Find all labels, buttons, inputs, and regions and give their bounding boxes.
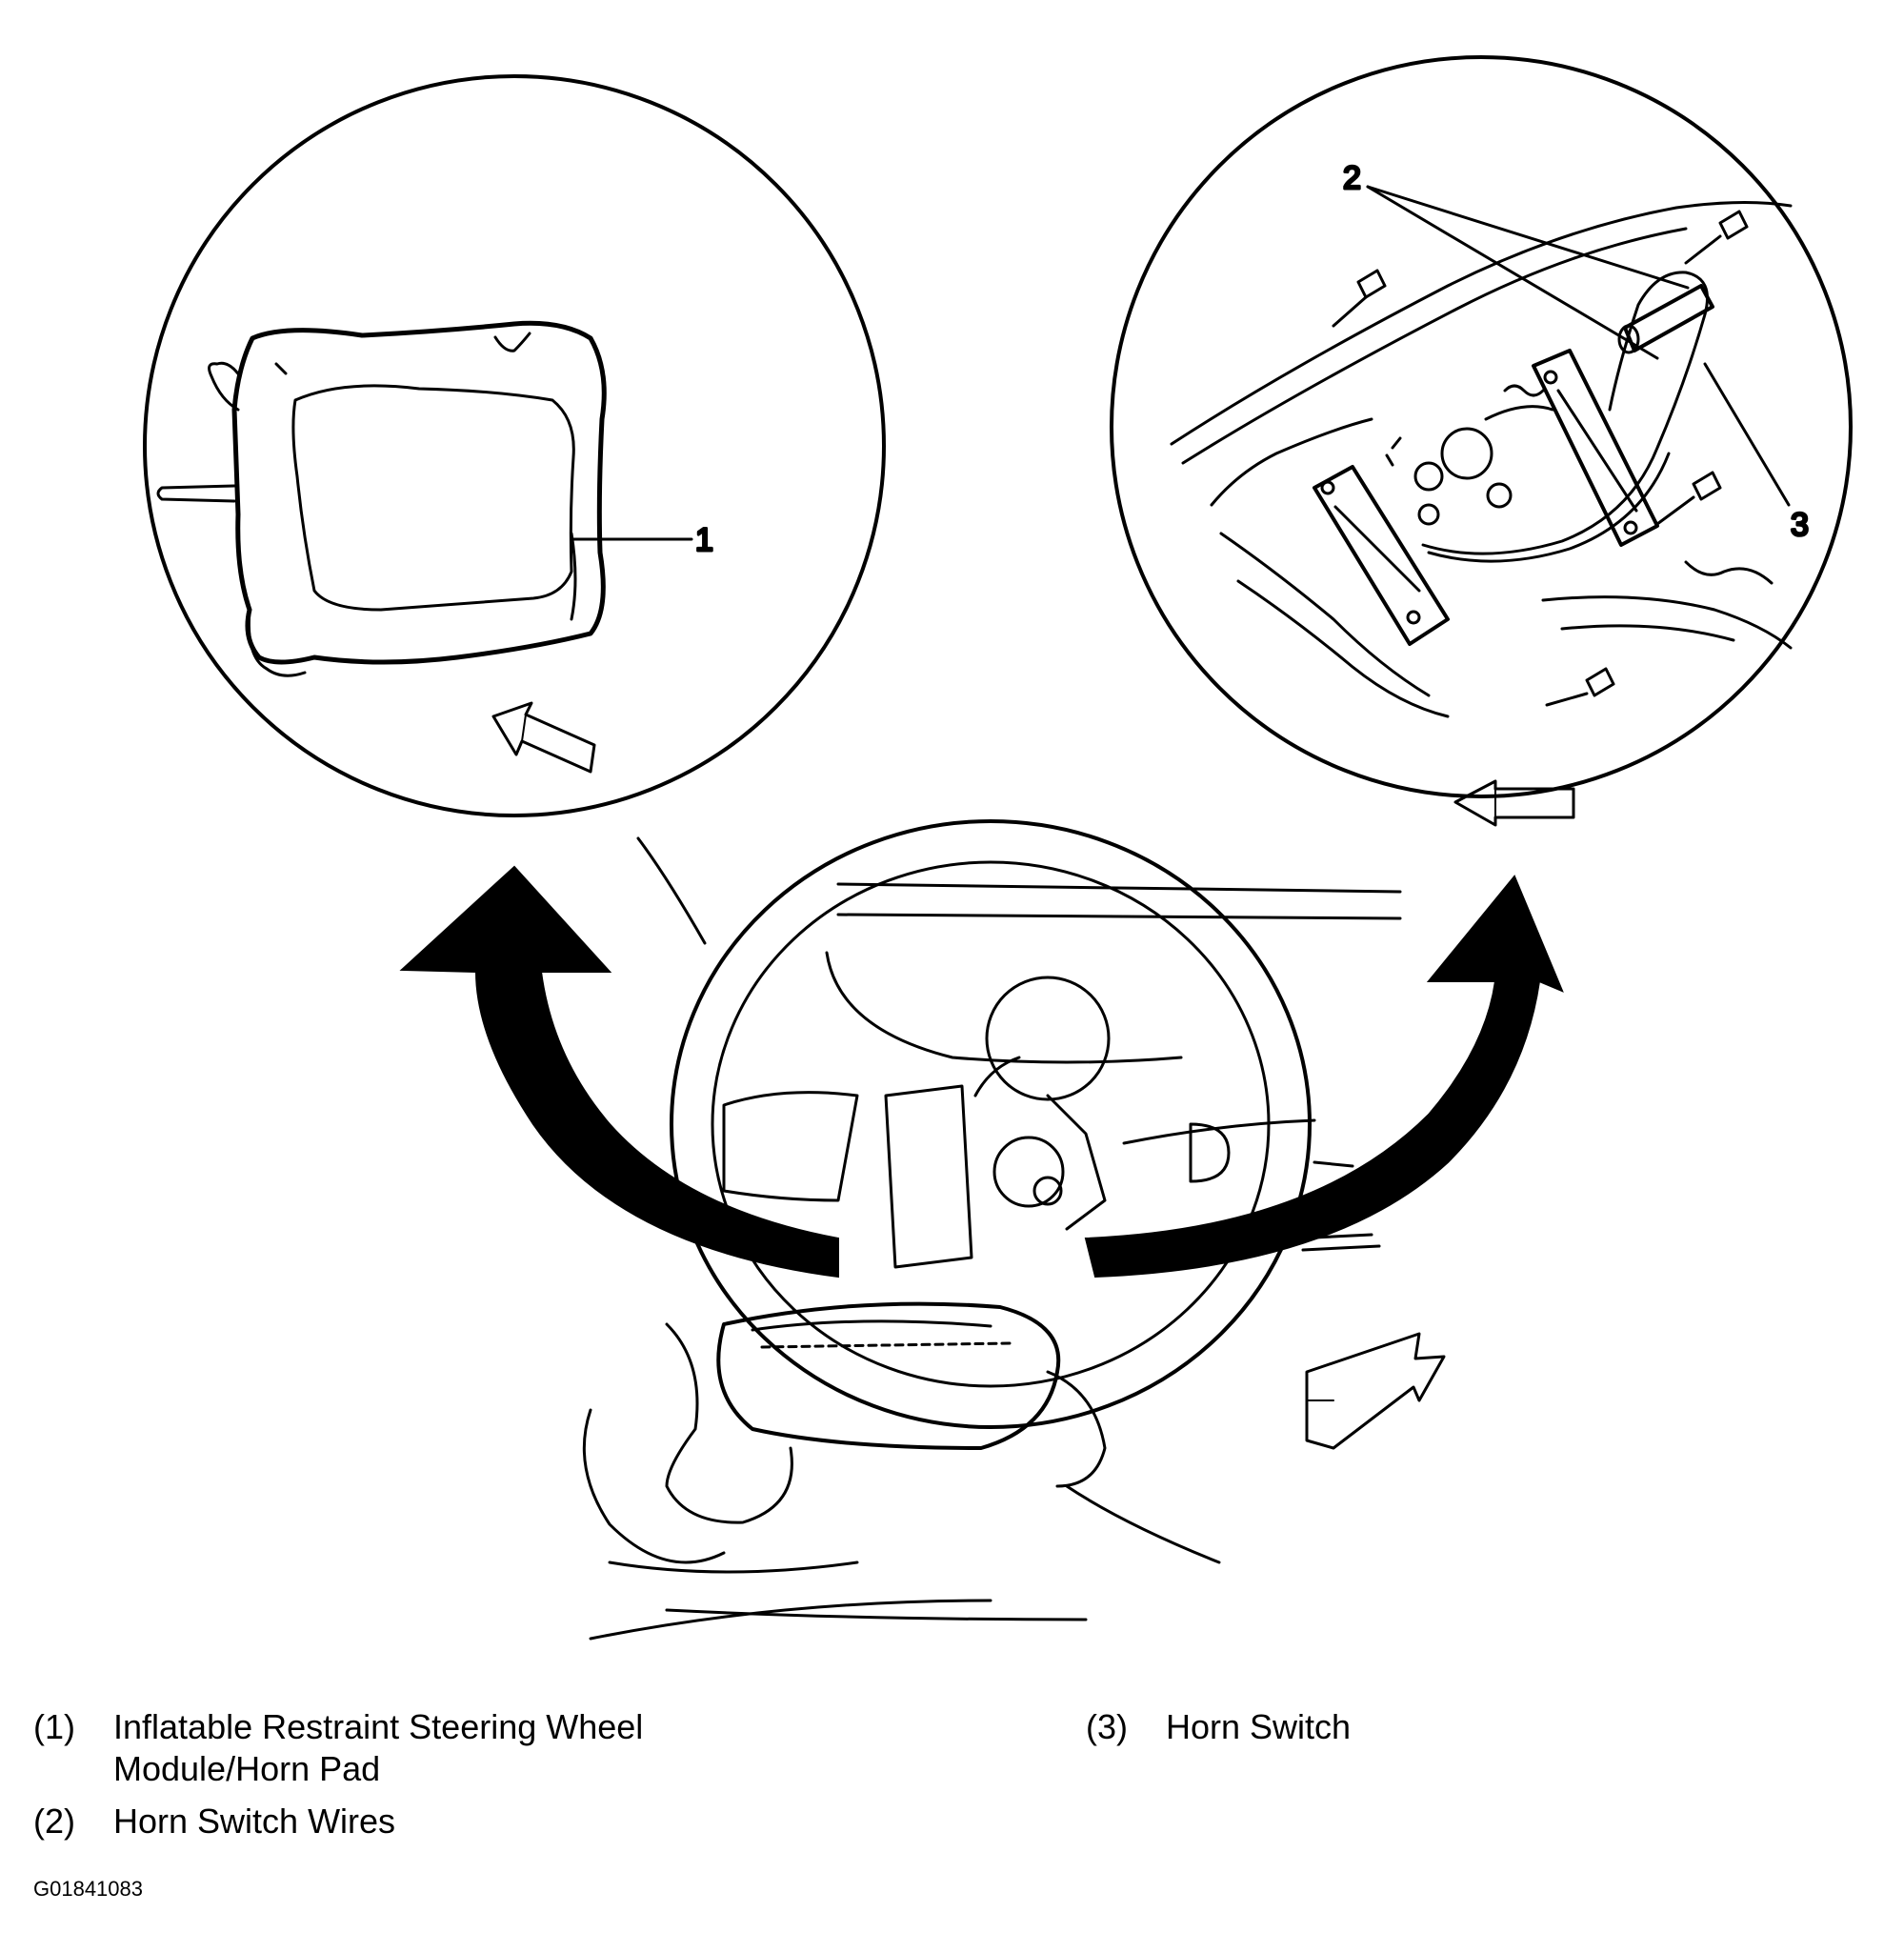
legend-number: (3) [1086,1707,1128,1746]
curved-arrow-right [1084,875,1564,1279]
right-bracket [1503,349,1659,547]
legend-text: Horn Switch [1166,1707,1352,1746]
callout-2: 2 [1343,160,1361,196]
legend-text: Inflatable Restraint Steering Wheel Modu… [113,1707,644,1788]
legend-item-2: (2) Horn Switch Wires [33,1801,395,1842]
callout-3: 3 [1791,507,1809,543]
left-bracket [1313,465,1450,646]
direction-arrow-center [1305,1332,1446,1450]
horn-switch-wires [1421,271,1709,563]
screw-lower [1545,667,1615,707]
steering-hub [1385,405,1554,526]
illustration: 1 [143,55,1853,1641]
legend-text: Horn Switch Wires [113,1802,396,1841]
direction-arrow-right [1453,779,1575,827]
screw-right [1655,471,1722,526]
callout-1: 1 [695,522,713,558]
horn-pad-module [156,320,607,677]
legend-number: (1) [33,1707,75,1746]
left-detail-circle: 1 [143,74,886,817]
legend-number: (2) [33,1802,75,1841]
right-detail-circle: 2 3 [1110,55,1853,827]
figure-id: G01841083 [33,1877,143,1901]
curved-arrow-left [399,865,839,1279]
legend-item-1: (1) Inflatable Restraint Steering Wheel M… [33,1706,814,1790]
steering-wheel-scene [582,819,1402,1641]
direction-arrow-left [491,701,596,774]
legend-item-3: (3) Horn Switch [1086,1706,1351,1748]
screw-upper-right [1684,210,1749,265]
screw-upper-left [1332,269,1387,328]
